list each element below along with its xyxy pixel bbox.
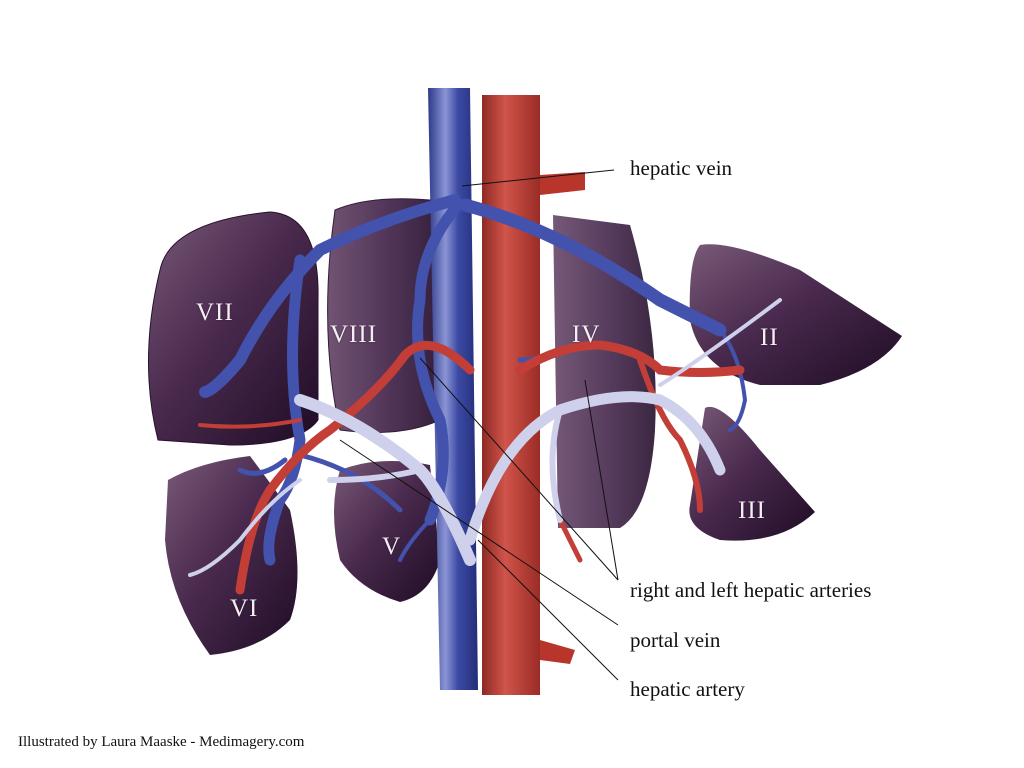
inferior-vena-cava <box>428 88 478 690</box>
callout-hepatic-vein: hepatic vein <box>630 156 733 180</box>
leader-right-hepatic-artery <box>419 357 619 581</box>
segment-label-vii: VII <box>196 299 234 326</box>
segment-label-iv: IV <box>572 321 601 348</box>
segment-label-vi: VI <box>230 595 259 622</box>
leader-hepatic-vein <box>461 169 615 187</box>
callout-leader-lines <box>339 169 619 681</box>
illustration-credit: Illustrated by Laura Maaske - Medimagery… <box>18 734 305 750</box>
segment-label-viii: VIII <box>330 321 378 348</box>
segment-iii-shape <box>689 406 815 541</box>
segment-iv-shape <box>553 215 656 528</box>
aorta <box>482 95 540 695</box>
leader-left-hepatic-artery <box>584 379 619 581</box>
segment-ii-shape <box>689 244 902 385</box>
segment-label-ii: II <box>760 324 779 351</box>
segment-v-shape <box>334 461 440 602</box>
portal-vein-branches <box>188 298 782 577</box>
segment-label-v: V <box>382 533 402 560</box>
callout-right-left-hepatic-arteries: right and left hepatic arteries <box>630 578 872 602</box>
callout-hepatic-artery: hepatic artery <box>630 677 745 701</box>
segment-label-iii: III <box>738 497 766 524</box>
hepatic-artery-branches <box>198 340 745 595</box>
leader-portal-vein <box>339 439 619 626</box>
callout-portal-vein: portal vein <box>630 628 721 652</box>
leader-hepatic-artery <box>477 539 619 681</box>
segment-vii-shape <box>148 211 319 446</box>
